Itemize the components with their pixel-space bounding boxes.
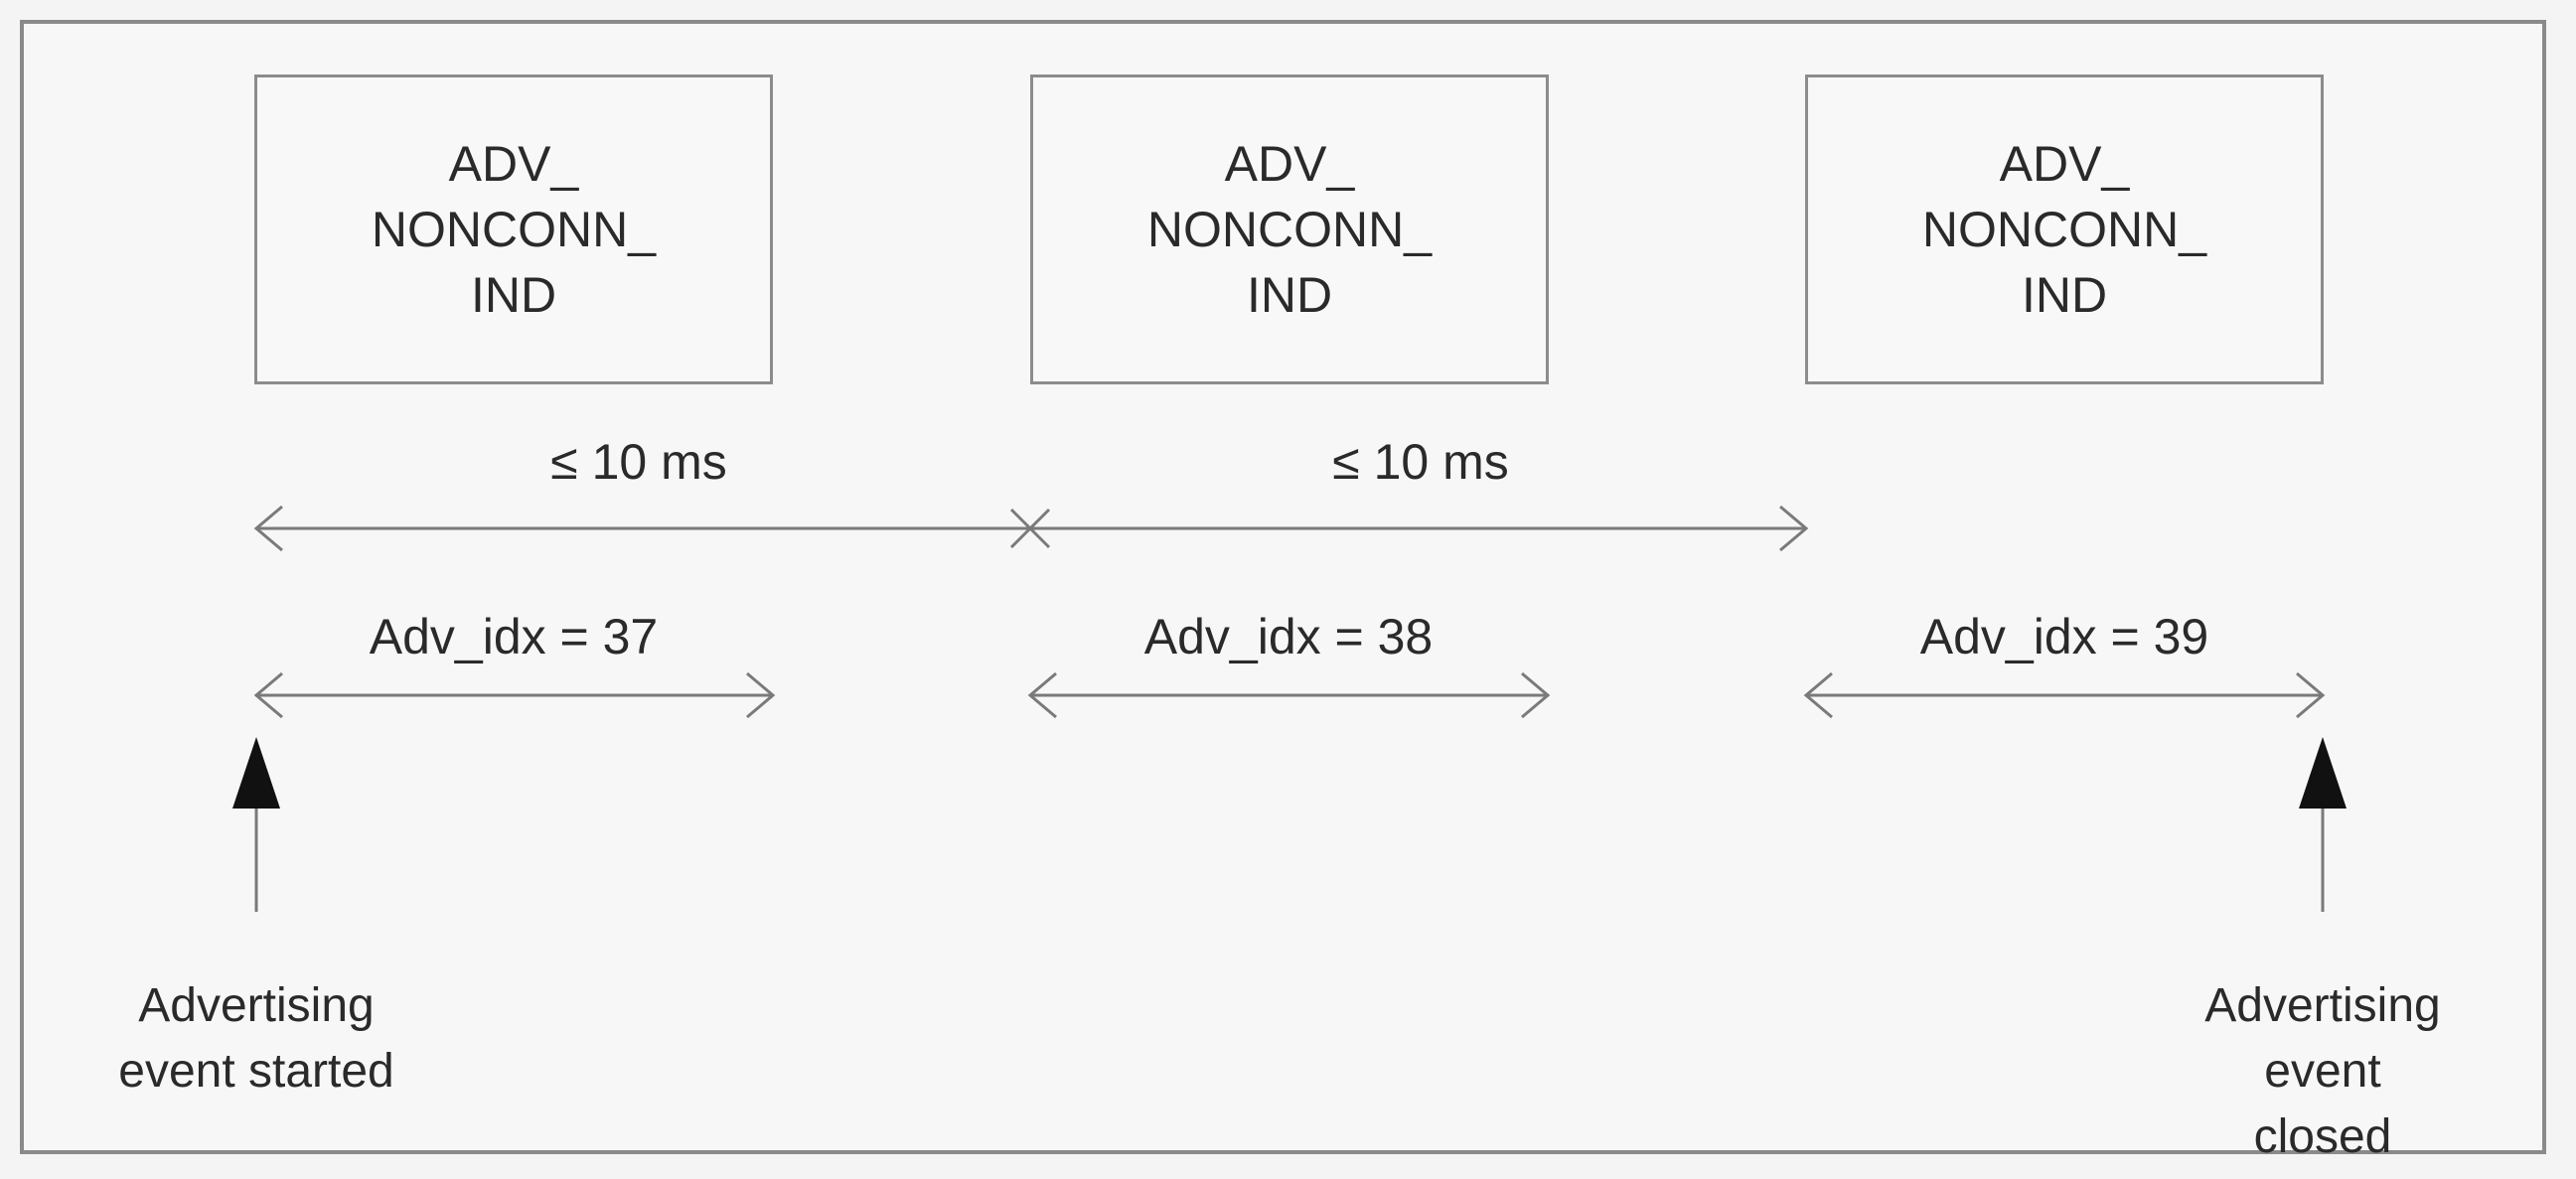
- pdu-box-label: ADV_ NONCONN_ IND: [1921, 136, 2207, 323]
- event-started-caption: Advertising event started: [118, 979, 394, 1098]
- index-arrowhead-left: [253, 671, 283, 719]
- interval-label-2: ≤ 10 ms: [1332, 434, 1509, 490]
- adv-idx-label-37: Adv_idx = 37: [369, 609, 659, 664]
- index-arrowhead-right: [2296, 671, 2326, 719]
- index-arrowhead-left: [1027, 671, 1057, 719]
- interval-arrowhead-right: [1779, 505, 1809, 552]
- pdu-box-1: ADV_ NONCONN_ IND: [254, 74, 773, 384]
- pdu-box-3: ADV_ NONCONN_ IND: [1805, 74, 2324, 384]
- pdu-box-2: ADV_ NONCONN_ IND: [1030, 74, 1549, 384]
- pdu-box-label: ADV_ NONCONN_ IND: [371, 136, 657, 323]
- interval-arrowhead-left: [253, 505, 283, 552]
- index-arrowhead-left: [1803, 671, 1833, 719]
- start-marker-arrowhead: [232, 737, 280, 809]
- junction-x-mark: [1009, 508, 1051, 549]
- event-closed-caption: Advertising event closed: [2204, 979, 2441, 1163]
- adv-idx-label-39: Adv_idx = 39: [1919, 609, 2209, 664]
- index-arrowhead-right: [1521, 671, 1551, 719]
- end-marker-arrowhead: [2299, 737, 2347, 809]
- adv-idx-label-38: Adv_idx = 38: [1143, 609, 1434, 664]
- interval-label-1: ≤ 10 ms: [550, 434, 727, 490]
- pdu-box-label: ADV_ NONCONN_ IND: [1146, 136, 1433, 323]
- index-arrowhead-right: [746, 671, 776, 719]
